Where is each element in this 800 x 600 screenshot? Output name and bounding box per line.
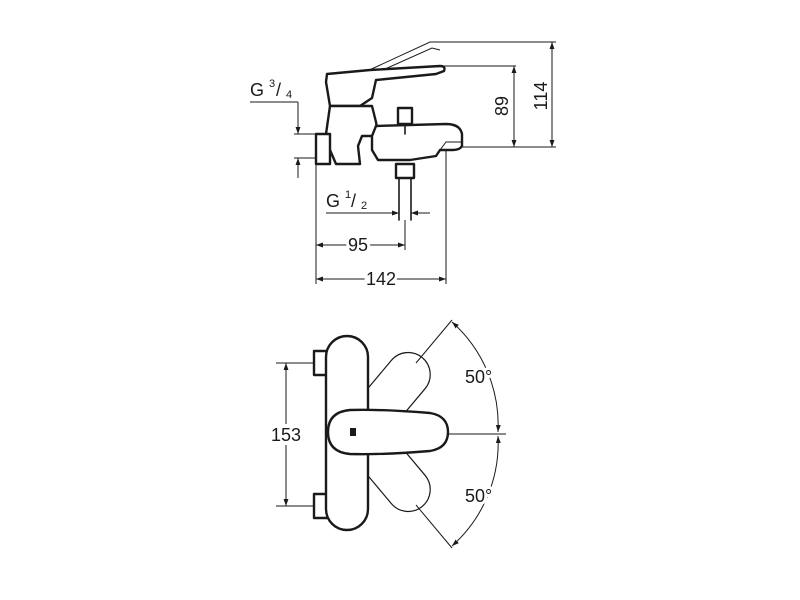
angle-ref-upper <box>415 319 453 364</box>
outlet-thread-num: 1 <box>345 189 351 201</box>
outlet-thread-slash: / <box>351 191 356 211</box>
angle-lower-label: 50° <box>465 486 492 506</box>
outlet-thread-den: 2 <box>361 200 367 212</box>
angle-upper-label: 50° <box>465 367 492 387</box>
inlet-thread-den: 4 <box>286 89 292 101</box>
dim-114-label: 114 <box>531 82 551 111</box>
diverter-knob <box>396 106 414 126</box>
inlet-thread-slash: / <box>276 80 281 100</box>
handle-top <box>326 408 450 456</box>
spout-inner-line <box>439 141 462 151</box>
inlet-thread-letter: G <box>250 80 264 100</box>
angle-ref-lower <box>415 504 453 549</box>
shower-outlet <box>394 162 416 180</box>
dim-89-label: 89 <box>492 96 512 116</box>
mixer-body <box>324 104 380 166</box>
dim-153-label: 153 <box>271 425 301 445</box>
outlet-thread-letter: G <box>326 191 340 211</box>
wall-connector <box>314 132 332 166</box>
bath-spout <box>370 122 464 162</box>
side-view: 89 114 G 3 / 4 G 1 / 2 95 142 <box>250 41 556 292</box>
dim-95-label: 95 <box>348 235 368 255</box>
top-view: 153 50° 50° <box>267 319 506 549</box>
inlet-thread-num: 3 <box>269 78 275 90</box>
arc-upper <box>451 321 501 433</box>
lever <box>324 64 446 108</box>
dim-142-label: 142 <box>366 269 396 289</box>
arc-lower <box>451 435 501 547</box>
center-mark <box>350 428 356 436</box>
